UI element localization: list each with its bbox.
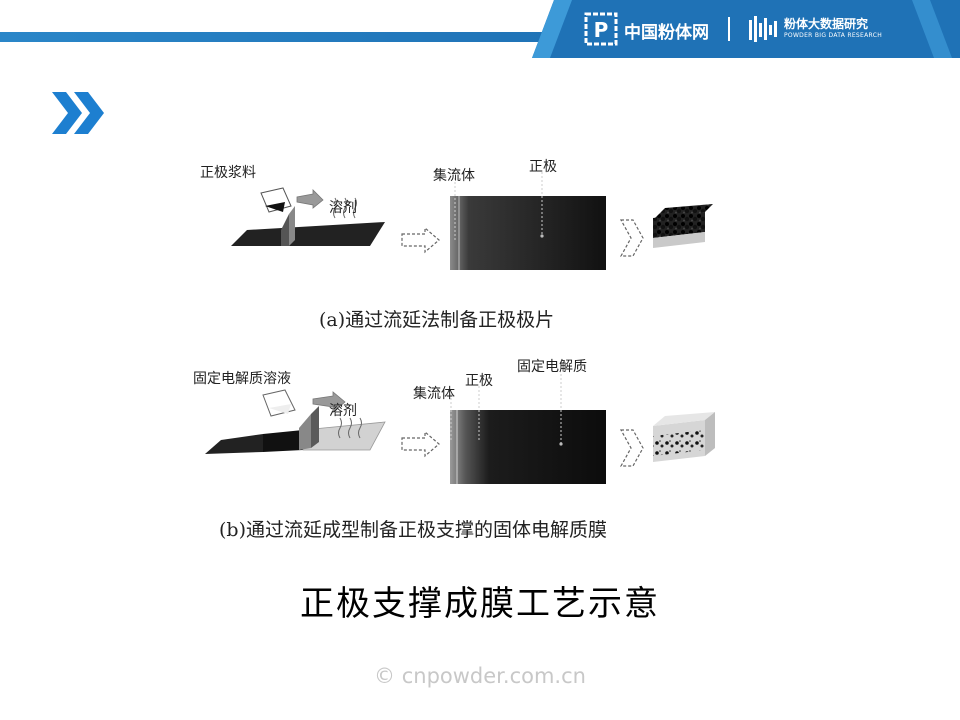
panel-a-casting-apparatus bbox=[231, 187, 385, 246]
brand-panel: P 中国粉体网 粉体大数据研究 POWDER BIG DATA RESEARCH bbox=[532, 0, 960, 58]
caption-b: (b)通过流延成型制备正极支撑的固体电解质膜 bbox=[219, 519, 607, 541]
double-chevron-icon bbox=[52, 92, 104, 134]
label-cathode-slurry: 正极浆料 bbox=[200, 165, 256, 181]
process-diagram bbox=[205, 172, 715, 484]
panel-b-casting-apparatus bbox=[205, 389, 386, 454]
brand-name-secondary-en: POWDER BIG DATA RESEARCH bbox=[784, 32, 883, 39]
brand-name[interactable]: 中国粉体网 bbox=[624, 23, 709, 43]
brand-panel-background bbox=[532, 0, 960, 58]
panel-a-chevron-icon bbox=[619, 219, 644, 257]
cathode-process-figure: 正极浆料 溶剂 集流体 正极 (a)通过流延法制备正极极片 固定电解质溶液 溶剂… bbox=[185, 150, 745, 550]
label-current-collector-a: 集流体 bbox=[433, 168, 475, 184]
panel-a-micrograph bbox=[450, 172, 606, 270]
panel-b-arrow-right-icon bbox=[401, 430, 440, 458]
panel-a-arrow-right-icon bbox=[401, 226, 440, 254]
slide-title: 正极支撑成膜工艺示意 bbox=[300, 584, 660, 624]
cnpowder-logo-icon: P bbox=[584, 12, 618, 46]
panel-b-electrolyte-cube bbox=[653, 412, 715, 462]
big-data-bars-icon bbox=[749, 16, 777, 42]
label-electrolyte-solution: 固定电解质溶液 bbox=[193, 371, 291, 387]
panel-b-micrograph bbox=[450, 374, 606, 484]
label-cathode-b: 正极 bbox=[465, 373, 493, 389]
panel-a-electrode-cube bbox=[653, 204, 713, 248]
header-accent-bar bbox=[0, 32, 960, 42]
label-current-collector-b: 集流体 bbox=[413, 386, 455, 402]
label-solvent-b: 溶剂 bbox=[329, 403, 357, 419]
svg-text:P: P bbox=[594, 18, 609, 42]
label-solid-electrolyte: 固定电解质 bbox=[517, 359, 587, 375]
label-cathode-a: 正极 bbox=[529, 159, 557, 175]
watermark: © cnpowder.com.cn bbox=[374, 664, 586, 688]
label-solvent-a: 溶剂 bbox=[329, 200, 357, 216]
brand-name-secondary[interactable]: 粉体大数据研究 bbox=[784, 17, 869, 31]
caption-a: (a)通过流延法制备正极极片 bbox=[319, 309, 555, 331]
brand-separator bbox=[728, 17, 730, 41]
panel-b-chevron-icon bbox=[619, 429, 644, 467]
